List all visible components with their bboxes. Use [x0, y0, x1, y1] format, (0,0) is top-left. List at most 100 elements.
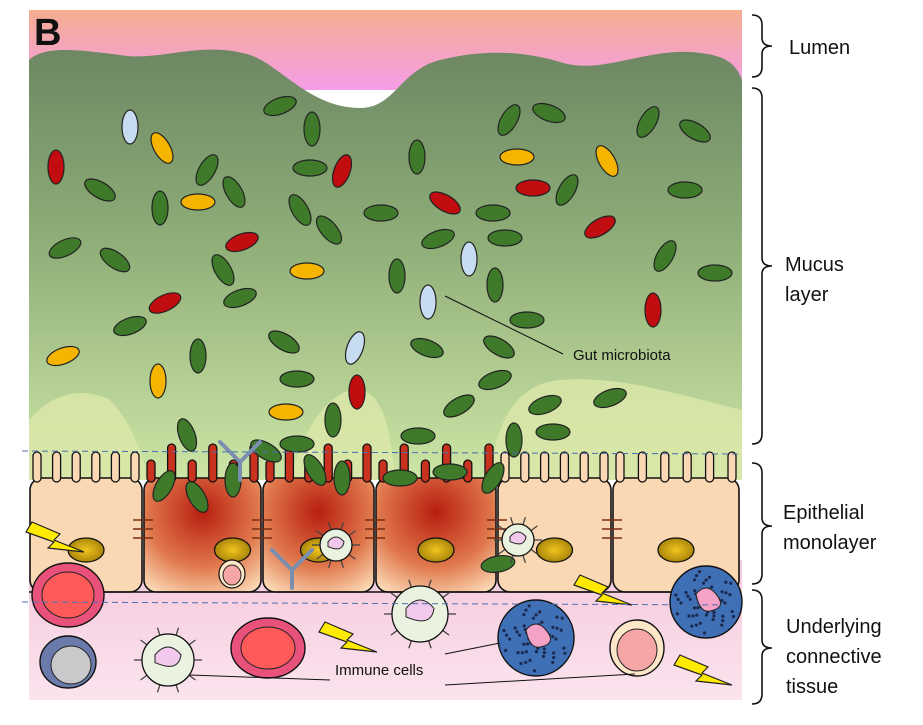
granule	[559, 628, 563, 632]
granule	[686, 594, 690, 598]
bacterium	[481, 462, 505, 494]
immune-cells-label: Immune cells	[335, 662, 424, 679]
bacterium	[303, 454, 327, 486]
lymphocyte-nucleus	[616, 628, 658, 672]
microvillus	[599, 451, 609, 483]
lumen-label-text: Lumen	[789, 37, 851, 59]
granule	[724, 580, 728, 584]
macrophage-cell	[134, 627, 202, 693]
bacterium	[324, 402, 342, 438]
bacterium	[195, 154, 219, 186]
lightning-icon	[573, 574, 633, 606]
cell-protrusion	[428, 640, 432, 649]
lightning-icon	[318, 621, 378, 653]
granule	[540, 620, 544, 624]
immune-cell-core	[240, 626, 296, 670]
cell-protrusion	[340, 521, 345, 530]
granule	[698, 621, 702, 625]
cell-nucleus	[213, 537, 252, 563]
epithelium-label: Epithelial monolayer	[783, 498, 876, 558]
granule	[542, 647, 546, 651]
bacterium	[315, 215, 343, 245]
granule	[524, 650, 528, 654]
granule	[720, 590, 724, 594]
bacterium	[180, 193, 216, 211]
granule	[728, 593, 732, 597]
lumen-label: Lumen	[789, 33, 850, 63]
bacterium	[535, 423, 571, 441]
granule	[720, 599, 724, 603]
granule	[712, 614, 716, 618]
lightning-icon	[25, 521, 85, 553]
bacterium	[487, 229, 523, 247]
cell-nucleus	[535, 537, 574, 563]
cell-protrusion	[509, 555, 514, 564]
cell-protrusion	[408, 579, 412, 588]
cell-protrusion	[156, 627, 161, 636]
microvillus	[362, 443, 372, 483]
bacterium	[46, 345, 80, 367]
granule	[534, 649, 539, 654]
granule	[551, 625, 555, 629]
bacterium	[263, 95, 297, 117]
bacterium	[408, 139, 426, 175]
macrophage-cell	[384, 579, 456, 649]
granule	[694, 623, 698, 627]
bacterium	[460, 241, 478, 277]
bacterium	[149, 363, 167, 399]
granule	[563, 651, 567, 655]
cell-protrusion	[327, 521, 332, 530]
microvillus	[539, 451, 550, 483]
granule	[695, 613, 699, 617]
cell-protrusion	[498, 548, 506, 555]
epithelial-monolayer	[29, 477, 740, 593]
granule	[520, 651, 524, 655]
granule	[704, 578, 708, 582]
bacterium	[475, 204, 511, 222]
bacterium	[653, 240, 677, 272]
cell-protrusion	[522, 516, 527, 525]
granule	[515, 630, 519, 634]
bacterium	[432, 463, 468, 481]
granule	[538, 610, 542, 614]
granule	[712, 610, 716, 614]
cell-protrusion	[340, 560, 345, 569]
mucus-label: Mucus layer	[785, 250, 844, 310]
cell-protrusion	[522, 555, 527, 564]
macrophage-nucleus	[154, 646, 182, 667]
microvillus	[520, 451, 530, 483]
granule	[691, 614, 695, 618]
antibody-icon	[270, 548, 314, 590]
bacterium	[225, 231, 259, 253]
cell-nucleus	[657, 537, 695, 563]
granule	[694, 574, 699, 578]
granule	[552, 651, 556, 655]
granule	[702, 631, 707, 635]
granule	[555, 615, 559, 619]
granule	[527, 604, 531, 608]
bacterium	[151, 190, 169, 226]
granule	[508, 637, 512, 641]
bacterium	[515, 179, 551, 197]
bacterium	[679, 119, 711, 143]
bacterium	[279, 435, 315, 453]
granule	[687, 614, 691, 618]
granule	[562, 646, 566, 650]
bacterium	[636, 106, 660, 138]
bacterium	[532, 102, 566, 124]
cell-protrusion	[327, 560, 332, 569]
bacterium	[363, 204, 399, 222]
mucus-epithelium-boundary	[21, 450, 743, 455]
bacterium	[333, 460, 351, 496]
bacterium	[697, 264, 733, 282]
bacterium	[528, 394, 562, 416]
granule	[554, 637, 558, 641]
bacterium	[497, 104, 521, 136]
bacterium	[288, 194, 312, 226]
connective-label: Underlying connective tissue	[786, 612, 882, 702]
granule	[675, 612, 679, 616]
immune-cells	[25, 516, 743, 693]
granule	[709, 585, 714, 589]
granule	[697, 570, 702, 574]
